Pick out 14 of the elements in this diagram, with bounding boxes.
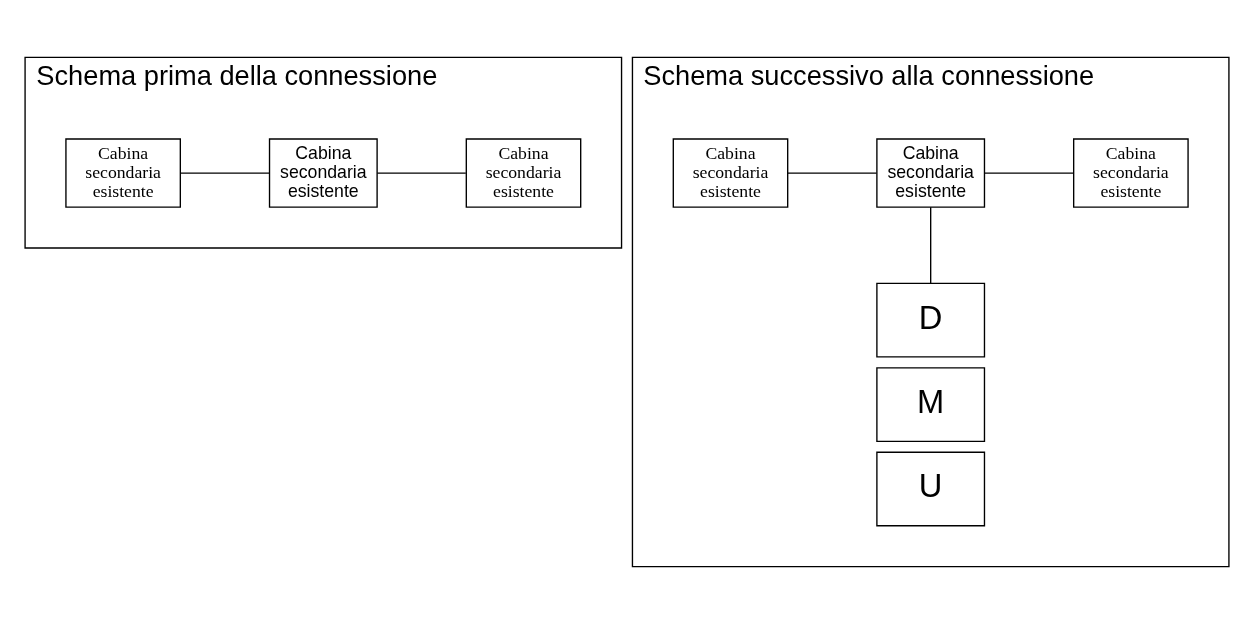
node-box: D <box>876 282 986 358</box>
node-box: U <box>876 451 986 527</box>
node-box: Cabina secondaria esistente <box>465 138 582 208</box>
connector <box>787 172 878 174</box>
node-box: Cabina secondaria esistente <box>65 138 181 208</box>
node-box: Cabina secondaria esistente <box>876 138 986 208</box>
connector <box>983 172 1074 174</box>
connector <box>179 172 270 174</box>
node-box: M <box>876 367 986 443</box>
node-box: Cabina secondaria esistente <box>672 138 789 208</box>
connector <box>376 172 467 174</box>
connector <box>930 206 932 284</box>
node-box: Cabina secondaria esistente <box>268 138 378 208</box>
node-box: Cabina secondaria esistente <box>1073 138 1189 208</box>
